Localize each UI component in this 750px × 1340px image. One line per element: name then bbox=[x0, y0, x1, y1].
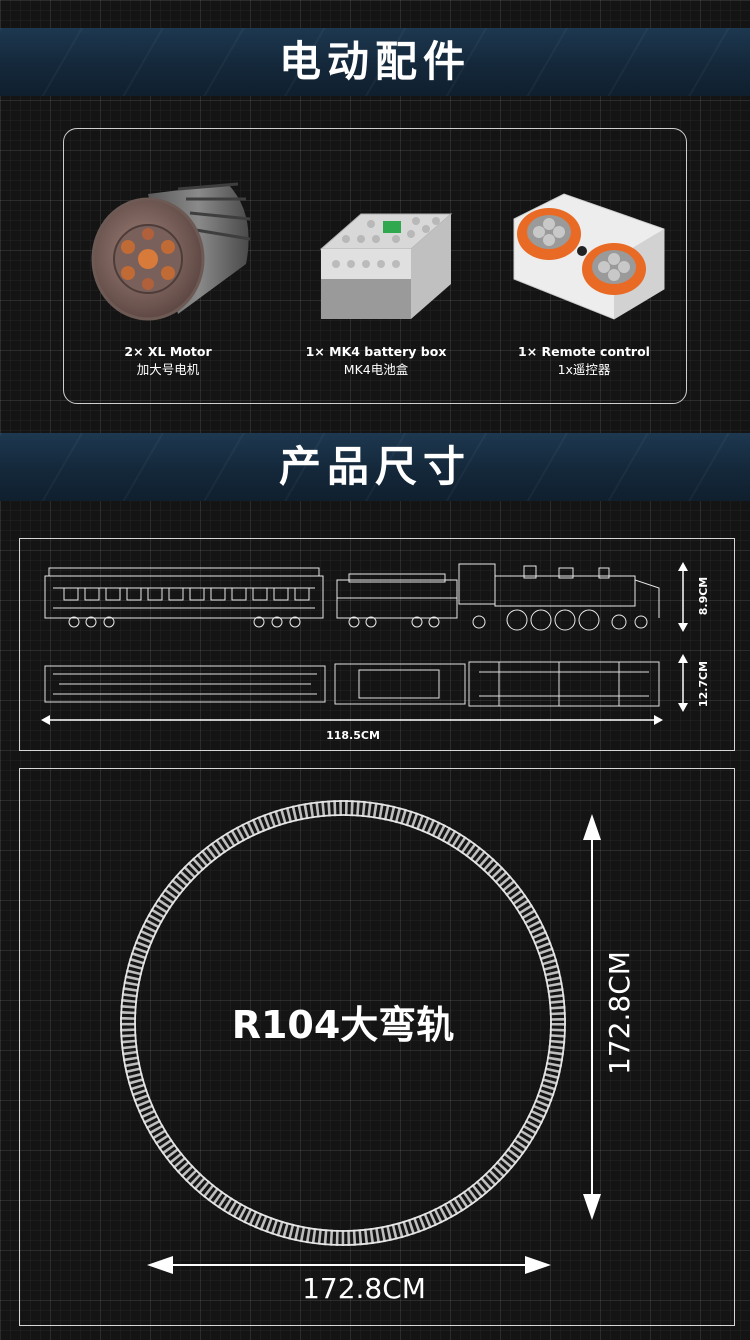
accessory-remote-control: 1× Remote control 1x遥控器 bbox=[480, 129, 688, 403]
track-name: R104大弯轨 bbox=[231, 1003, 454, 1047]
circular-track bbox=[119, 799, 566, 1246]
accessory-xl-motor: 2× XL Motor 加大号电机 bbox=[64, 129, 272, 403]
train-height-label: 8.9CM bbox=[697, 576, 710, 615]
accessories-panel: 2× XL Motor 加大号电机 1× MK4 battery box MK4… bbox=[63, 128, 687, 404]
accessory-name: 2× XL Motor bbox=[124, 344, 212, 359]
xl-motor-icon bbox=[91, 182, 251, 321]
accessory-subname: MK4电池盒 bbox=[343, 362, 409, 377]
train-side-view bbox=[44, 563, 659, 630]
dimensions-title: 产品尺寸 bbox=[278, 442, 471, 491]
battery-box-icon bbox=[319, 213, 453, 319]
accessory-label: 1× Remote control 1x遥控器 bbox=[480, 343, 688, 379]
train-width-label: 12.7CM bbox=[697, 660, 710, 706]
track-height-label: 172.8CM bbox=[603, 951, 636, 1075]
accessory-label: 2× XL Motor 加大号电机 bbox=[64, 343, 272, 379]
track-panel: R104大弯轨 172.8CM 172.8CM bbox=[19, 768, 735, 1326]
track-dimension-arrows bbox=[146, 813, 601, 1274]
train-dimensions-panel: 8.9CM 12.7CM 118.5CM bbox=[19, 538, 735, 751]
track-diagram: R104大弯轨 172.8CM 172.8CM bbox=[119, 799, 636, 1305]
dimensions-banner: 产品尺寸 bbox=[0, 433, 750, 501]
track-width-label: 172.8CM bbox=[302, 1272, 426, 1305]
accessory-subname: 1x遥控器 bbox=[557, 362, 611, 377]
accessories-title: 电动配件 bbox=[278, 37, 471, 86]
train-length-label: 118.5CM bbox=[326, 729, 380, 742]
accessory-battery-box: 1× MK4 battery box MK4电池盒 bbox=[272, 129, 480, 403]
accessories-banner: 电动配件 bbox=[0, 28, 750, 96]
train-blueprint: 8.9CM 12.7CM 118.5CM bbox=[40, 561, 710, 742]
accessory-subname: 加大号电机 bbox=[136, 362, 200, 377]
train-top-view bbox=[44, 661, 659, 706]
accessory-name: 1× MK4 battery box bbox=[305, 344, 447, 359]
remote-control-icon bbox=[513, 193, 665, 320]
accessory-name: 1× Remote control bbox=[518, 344, 650, 359]
accessory-label: 1× MK4 battery box MK4电池盒 bbox=[272, 343, 480, 379]
dimension-arrows bbox=[40, 561, 688, 725]
